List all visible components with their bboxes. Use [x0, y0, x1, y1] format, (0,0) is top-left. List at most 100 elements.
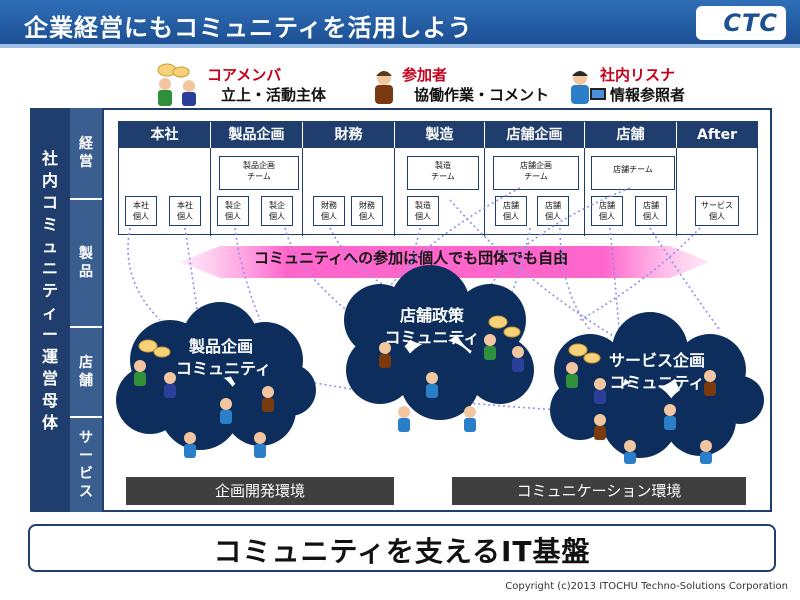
- connector-line: [379, 187, 521, 301]
- participation-banner-arrow: [180, 246, 710, 278]
- cloud-product-planning: [116, 302, 316, 450]
- org-name-char: 内: [41, 171, 58, 190]
- col-cell: [395, 148, 485, 236]
- dept-service: サービス: [70, 418, 102, 512]
- person-icon: [566, 362, 578, 388]
- person-icon: [164, 372, 176, 398]
- org-name-char: テ: [41, 281, 58, 300]
- person-icon: [594, 414, 606, 440]
- org-name-char: ニ: [41, 259, 58, 278]
- dept-label-char: ス: [79, 484, 93, 500]
- col-header: 財務: [303, 122, 395, 148]
- env-bar-communication: コミュニケーション環境: [452, 477, 746, 505]
- person-icon: [700, 440, 712, 464]
- team-box: 製品企画チーム: [219, 156, 299, 190]
- individual-box: 製造個人: [407, 196, 439, 226]
- col-cell: [119, 148, 211, 236]
- org-name-char: 運: [41, 347, 58, 366]
- dept-label-char: サ: [79, 430, 93, 446]
- role-desc: 情報参照者: [610, 86, 686, 104]
- col-cell: [485, 148, 585, 236]
- person-icon: [262, 386, 274, 412]
- team-box: 店舗チーム: [591, 156, 675, 190]
- org-name-char: ー: [41, 325, 58, 344]
- cloud-label-line: コミュニティ: [176, 359, 272, 378]
- copyright-text: Copyright (c)2013 ITOCHU Techno-Solution…: [505, 581, 788, 592]
- col-header: After: [677, 122, 757, 148]
- team-box: 店舗企画チーム: [493, 156, 579, 190]
- connector-line: [234, 227, 261, 321]
- col-cell: [211, 148, 303, 236]
- participation-banner-text: コミュニティへの参加は個人でも団体でも自由: [254, 249, 569, 267]
- department-table: 本社 製品企画 財務 製造 店舗企画 店舗 After 製品企画チーム 製造チー…: [118, 121, 758, 236]
- role-title: コアメンバ: [207, 66, 282, 84]
- logo-text: CTC: [723, 9, 778, 37]
- connector-line: [649, 227, 721, 331]
- person-icon: [704, 370, 716, 396]
- person-icon: [664, 404, 676, 430]
- individual-box: 店舗個人: [635, 196, 667, 226]
- col-cell: [585, 148, 677, 236]
- individual-box: 店舗個人: [495, 196, 527, 226]
- person-icon: [426, 372, 438, 398]
- org-name-char: 体: [41, 413, 58, 432]
- person-icon: [484, 334, 496, 360]
- person-icon: [184, 432, 196, 458]
- org-name-char: 母: [41, 391, 58, 410]
- org-name-char: ミ: [41, 215, 58, 234]
- connector-line: [127, 227, 161, 321]
- role-desc: 立上・活動主体: [221, 86, 327, 104]
- dept-label-char: 経: [79, 136, 93, 152]
- org-vertical-label: 社内コミュニティー運営母体: [30, 108, 70, 512]
- connector-line: [609, 227, 621, 341]
- role-title: 社内リスナ: [600, 66, 676, 84]
- org-name-char: ィ: [41, 303, 58, 322]
- cloud-label-line: コミュニティ: [384, 328, 480, 347]
- person-icon: [379, 342, 391, 368]
- person-icon: [134, 360, 146, 386]
- cloud-label-store-policy: 店舗政策 コミュニティ: [382, 305, 482, 349]
- col-header: 製品企画: [211, 122, 303, 148]
- role-desc: 協働作業・コメント: [414, 86, 550, 104]
- individual-box: 店舗個人: [591, 196, 623, 226]
- person-icon: [220, 398, 232, 424]
- dept-seihin: 製品: [70, 200, 102, 328]
- individual-box: 本社個人: [125, 196, 157, 226]
- connector-line: [499, 227, 531, 321]
- individual-box: 財務個人: [313, 196, 345, 226]
- ctc-logo: CTC: [696, 6, 786, 40]
- dept-label-char: 店: [79, 355, 93, 371]
- dept-label-char: ビ: [79, 466, 93, 482]
- cloud-label-line: サービス企画: [608, 351, 705, 370]
- cloud-label-line: コミュニティ: [609, 373, 705, 392]
- person-icon: [464, 406, 476, 432]
- cloud-label-line: 店舗政策: [399, 306, 464, 325]
- dept-label-char: 営: [79, 154, 93, 170]
- col-header: 製造: [395, 122, 485, 148]
- dept-label-char: 製: [79, 246, 93, 262]
- page-title: 企業経営にもコミュニティを活用しよう: [24, 14, 473, 42]
- participant-person-icon: [375, 71, 393, 104]
- individual-box: 製企個人: [217, 196, 249, 226]
- dept-keiei: 経営: [70, 108, 102, 200]
- cloud-people-icons: [134, 334, 716, 464]
- person-icon: [594, 378, 606, 404]
- it-base-banner: コミュニティを支えるIT基盤: [28, 524, 776, 572]
- individual-box: 財務個人: [351, 196, 383, 226]
- col-header: 店舗: [585, 122, 677, 148]
- core-member-people-icon: [157, 63, 196, 106]
- dept-label-char: 品: [79, 264, 93, 280]
- org-name-char: 営: [41, 369, 58, 388]
- cloud-label-service-planning: サービス企画 コミュニティ: [602, 350, 712, 394]
- dept-tenpo: 店舗: [70, 328, 102, 418]
- dept-label-char: 舗: [79, 373, 93, 389]
- env-bar-planning-dev: 企画開発環境: [126, 477, 394, 505]
- listener-pc-icon: [571, 71, 606, 104]
- col-cell: [303, 148, 395, 236]
- col-header: 店舗企画: [485, 122, 585, 148]
- connector-line: [579, 227, 701, 321]
- role-title: 参加者: [402, 66, 448, 84]
- col-header: 本社: [119, 122, 211, 148]
- person-icon: [398, 406, 410, 432]
